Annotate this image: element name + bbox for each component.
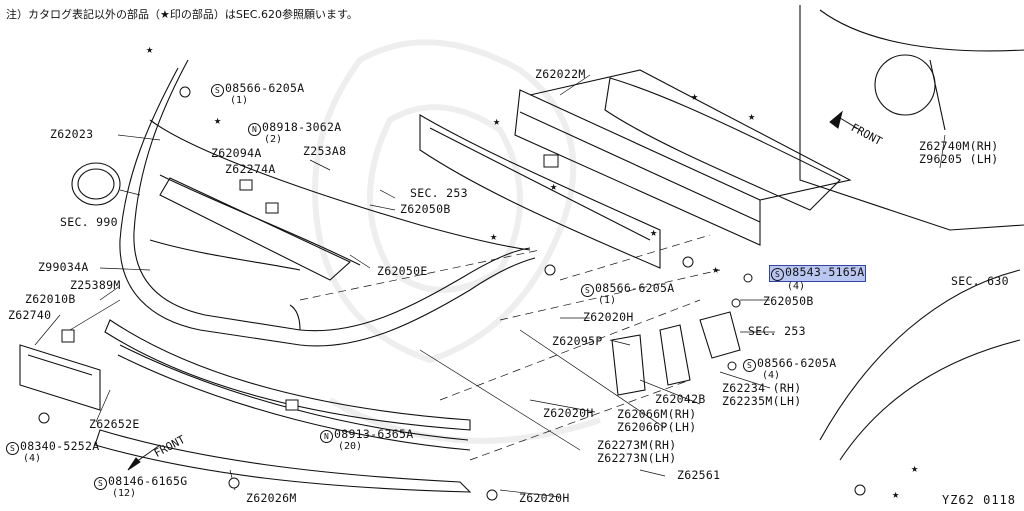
part-label[interactable]: Z96205 (LH) bbox=[919, 152, 999, 166]
part-label[interactable]: Z99034A bbox=[38, 260, 89, 274]
part-label[interactable]: Z62066P(LH) bbox=[617, 420, 697, 434]
star-icon: ★ bbox=[892, 487, 900, 501]
fastener-qty: (2) bbox=[264, 134, 283, 145]
reinforcement bbox=[514, 89, 761, 246]
fastener-number: 08543-5165A bbox=[785, 265, 865, 279]
part-label[interactable]: Z25389M bbox=[70, 278, 121, 292]
star-icon: ★ bbox=[490, 229, 498, 243]
catalog-note: 注）カタログ表記以外の部品（★印の部品）はSEC.620参照願います。 bbox=[6, 8, 358, 21]
star-icon: ★ bbox=[911, 461, 919, 475]
fastener-number: 08918-3062A bbox=[262, 120, 342, 134]
fastener-qty: (4) bbox=[787, 281, 806, 292]
fastener-prefix: S bbox=[94, 477, 107, 490]
watermark bbox=[312, 39, 601, 444]
part-label[interactable]: Z62020H bbox=[519, 491, 570, 505]
star-icon: ★ bbox=[146, 42, 154, 56]
energy-absorber bbox=[419, 114, 661, 269]
fender bbox=[819, 269, 1021, 441]
star-icon: ★ bbox=[748, 109, 756, 123]
fastener-prefix: N bbox=[248, 123, 261, 136]
part-label[interactable]: Z62020H bbox=[543, 406, 594, 420]
part-label[interactable]: Z62050B bbox=[400, 202, 451, 216]
fastener-qty: (1) bbox=[230, 95, 249, 106]
side-bracket-z62740 bbox=[19, 344, 101, 411]
part-label[interactable]: SEC. 253 bbox=[748, 324, 806, 338]
part-label[interactable]: Z62050E bbox=[377, 264, 428, 278]
part-label[interactable]: Z62274A bbox=[225, 162, 276, 176]
fastener-prefix: S bbox=[581, 284, 594, 297]
fastener-qty: (1) bbox=[598, 295, 617, 306]
part-label[interactable]: SEC. 253 bbox=[410, 186, 468, 200]
star-icon: ★ bbox=[550, 179, 558, 193]
fastener-prefix: S bbox=[6, 442, 19, 455]
part-label[interactable]: Z62050B bbox=[763, 294, 814, 308]
part-label[interactable]: Z62042B bbox=[655, 392, 706, 406]
inset-car bbox=[799, 5, 1024, 231]
fastener-number: 08566-6205A bbox=[225, 81, 305, 95]
fastener-prefix: S bbox=[771, 268, 784, 281]
part-label[interactable]: Z62273M(RH) bbox=[597, 438, 677, 452]
part-label[interactable]: Z62022M bbox=[535, 67, 586, 81]
part-label[interactable]: Z62066M(RH) bbox=[617, 407, 697, 421]
undercover-z62026m bbox=[94, 429, 472, 493]
part-label[interactable]: Z62652E bbox=[89, 417, 140, 431]
part-label[interactable]: Z62095P bbox=[552, 334, 603, 348]
part-label[interactable]: Z253A8 bbox=[303, 144, 347, 158]
part-label[interactable]: SEC. 990 bbox=[60, 215, 118, 229]
part-label[interactable]: Z62010B bbox=[25, 292, 76, 306]
part-label[interactable]: Z62023 bbox=[50, 127, 94, 141]
bumper-fascia bbox=[119, 67, 536, 347]
emblem bbox=[71, 162, 121, 206]
lower-lip bbox=[104, 319, 471, 431]
fastener-prefix: S bbox=[211, 84, 224, 97]
star-icon: ★ bbox=[493, 114, 501, 128]
fastener-number: 08566-6205A bbox=[757, 356, 837, 370]
fastener-qty: (4) bbox=[762, 370, 781, 381]
fastener-number: 08566-6205A bbox=[595, 281, 675, 295]
star-icon: ★ bbox=[650, 225, 658, 239]
star-icon: ★ bbox=[691, 89, 699, 103]
part-label[interactable]: Z62234 (RH) bbox=[722, 381, 802, 395]
fastener-number: 08340-5252A bbox=[20, 439, 100, 453]
part-label[interactable]: Z62561 bbox=[677, 468, 721, 482]
part-label[interactable]: Z62026M bbox=[246, 491, 297, 505]
fastener-qty: (12) bbox=[112, 488, 137, 499]
fastener-qty: (20) bbox=[338, 441, 363, 452]
part-label[interactable]: Z62740 bbox=[8, 308, 52, 322]
part-label[interactable]: Z62740M(RH) bbox=[919, 139, 999, 153]
part-label[interactable]: Z62094A bbox=[211, 146, 262, 160]
fastener-number: 08913-6365A bbox=[334, 427, 414, 441]
part-label[interactable]: Z62273N(LH) bbox=[597, 451, 677, 465]
fastener-number: 08146-6165G bbox=[108, 474, 188, 488]
fastener-prefix: N bbox=[320, 430, 333, 443]
star-icon: ★ bbox=[712, 262, 720, 276]
diagram-code: YZ62 0118 bbox=[941, 493, 1016, 507]
part-label[interactable]: Z62235M(LH) bbox=[722, 394, 802, 408]
fastener-prefix: S bbox=[743, 359, 756, 372]
part-label[interactable]: SEC. 630 bbox=[951, 274, 1009, 288]
part-label[interactable]: Z62020H bbox=[583, 310, 634, 324]
star-icon: ★ bbox=[214, 113, 222, 127]
fastener-qty: (4) bbox=[23, 453, 42, 464]
